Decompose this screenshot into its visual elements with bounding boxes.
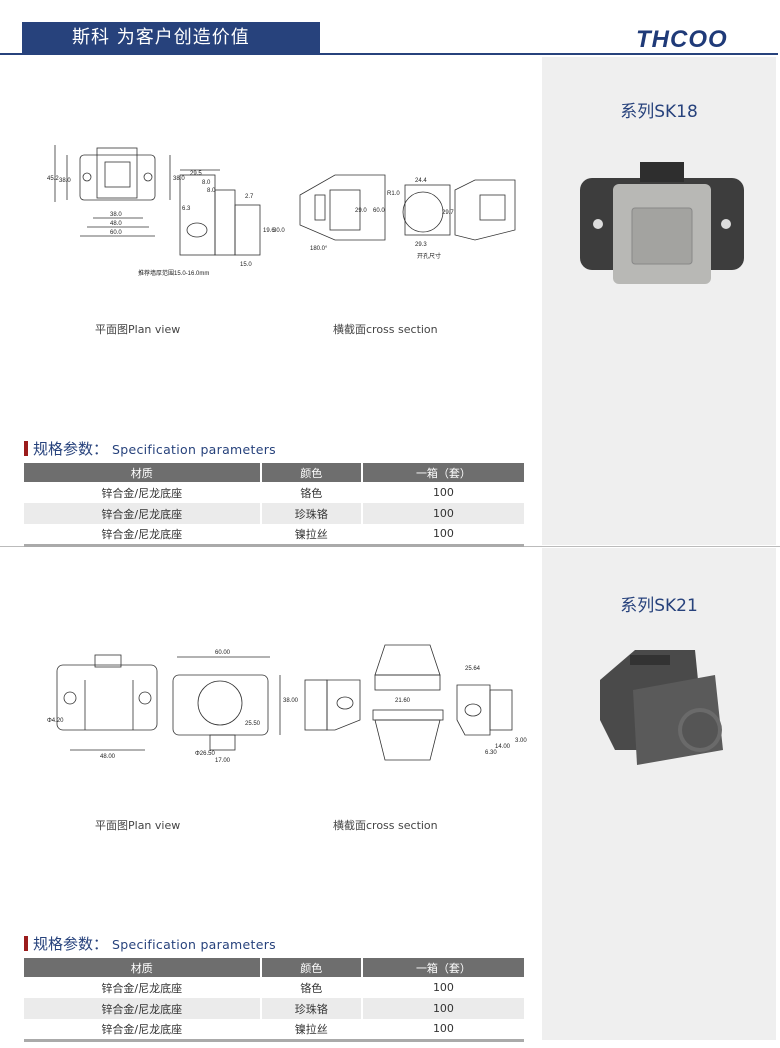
dimension-label: 29.7 (442, 210, 454, 216)
dimension-label: 48.0 (110, 221, 122, 227)
col-box-qty: 一箱（套） (360, 463, 524, 482)
dimension-label: Φ26.50 (195, 751, 215, 757)
product-photo-sk18 (580, 162, 744, 284)
dimension-label: 24.4 (415, 178, 427, 184)
table-cell: 100 (360, 482, 524, 503)
table-cell: 100 (360, 998, 524, 1019)
table-cell: 锌合金/尼龙底座 (24, 998, 261, 1019)
dimension-label: 48.00 (100, 754, 116, 760)
table-cell: 镍拉丝 (259, 1019, 362, 1042)
table-cell: 100 (360, 977, 524, 998)
product-photo-panel-sk21 (542, 548, 776, 1040)
dimension-label: 29.0 (355, 208, 367, 214)
cross-section-caption: 横截面cross section (333, 819, 438, 832)
table-header-row: 材质颜色一箱（套） (24, 463, 524, 482)
table-cell: 珍珠铬 (259, 998, 362, 1019)
dimension-label: 38.00 (283, 698, 299, 704)
spec-title-en: Specification parameters (112, 937, 276, 952)
table-cell: 镍拉丝 (259, 524, 362, 547)
dimension-label: 17.00 (215, 758, 231, 764)
table-cell: 铬色 (259, 482, 362, 503)
dimension-label: 29.5 (190, 171, 202, 177)
series-title-sk21: 系列SK21 (620, 596, 698, 616)
dimension-label: 3.00 (515, 738, 527, 744)
dimension-label: 2.7 (245, 194, 254, 200)
dimension-label: 14.00 (495, 744, 511, 750)
spec-title-en: Specification parameters (112, 442, 276, 457)
dimension-label: 60.00 (215, 650, 231, 656)
dimension-label: 60.0 (110, 230, 122, 236)
dimension-label: 6.30 (485, 750, 497, 756)
dimension-label: 45.2 (47, 176, 59, 182)
col-color: 颜色 (259, 958, 362, 977)
dimension-label: 推荐墙厚范围15.0-16.0mm (138, 269, 209, 277)
table-cell: 100 (360, 524, 524, 547)
header-title: 斯科 为客户创造价值 (72, 27, 250, 48)
dimension-label: 15.0 (240, 262, 252, 268)
table-cell: 锌合金/尼龙底座 (101, 486, 183, 500)
table-cell: 铬色 (259, 977, 362, 998)
dimension-label: Φ4.20 (47, 718, 64, 724)
brand-logo: THCOO (636, 26, 728, 53)
dimension-label: 开孔尺寸 (417, 252, 441, 260)
dimension-label: 19.6 (263, 228, 275, 234)
header-banner: 斯科 为客户创造价值 (22, 22, 320, 53)
dimension-label: 21.60 (395, 698, 411, 704)
product-photo-sk21 (600, 650, 723, 765)
dimension-label: 38.0 (59, 178, 71, 184)
col-material: 材质 (24, 958, 261, 977)
spec-title: 规格参数： (33, 935, 109, 953)
col-material: 材质 (24, 463, 261, 482)
accent-bar (24, 441, 28, 456)
dimension-label: 8.0 (207, 188, 216, 194)
accent-bar (24, 936, 28, 951)
dimension-label: 30.0 (273, 228, 285, 234)
plan-view-caption: 平面图Plan view (95, 819, 181, 832)
dimension-label: 38.0 (173, 176, 185, 182)
table-cell: 100 (360, 503, 524, 524)
dimension-label: 60.0 (373, 208, 385, 214)
dimension-label: 25.50 (245, 721, 261, 727)
cross-section-caption: 横截面cross section (333, 323, 438, 336)
col-box-qty: 一箱（套） (360, 958, 524, 977)
table-cell: 锌合金/尼龙底座 (101, 981, 183, 995)
product-photo-panel-sk18 (542, 57, 776, 545)
spec-heading: 规格参数：Specification parameters (24, 933, 276, 954)
dimension-label: 25.64 (465, 666, 481, 672)
table-cell: 锌合金/尼龙底座 (24, 1019, 261, 1042)
section-divider (0, 546, 780, 547)
spec-title: 规格参数： (33, 440, 109, 458)
table-cell: 锌合金/尼龙底座 (24, 503, 261, 524)
header-rule (0, 53, 778, 55)
table-cell: 珍珠铬 (259, 503, 362, 524)
dimension-label: 38.0 (110, 212, 122, 218)
dimension-label: 6.3 (182, 206, 191, 212)
dimension-label: R1.0 (387, 191, 400, 197)
dimension-label: 8.0 (202, 180, 211, 186)
col-color: 颜色 (259, 463, 362, 482)
table-cell: 100 (360, 1019, 524, 1042)
dimension-label: 29.3 (415, 242, 427, 248)
table-cell: 锌合金/尼龙底座 (24, 524, 261, 547)
plan-view-caption: 平面图Plan view (95, 323, 181, 336)
table-header-row: 材质颜色一箱（套） (24, 958, 524, 977)
dimension-label: 180.0° (310, 246, 328, 252)
series-title-sk18: 系列SK18 (620, 102, 698, 122)
spec-heading: 规格参数：Specification parameters (24, 438, 276, 459)
